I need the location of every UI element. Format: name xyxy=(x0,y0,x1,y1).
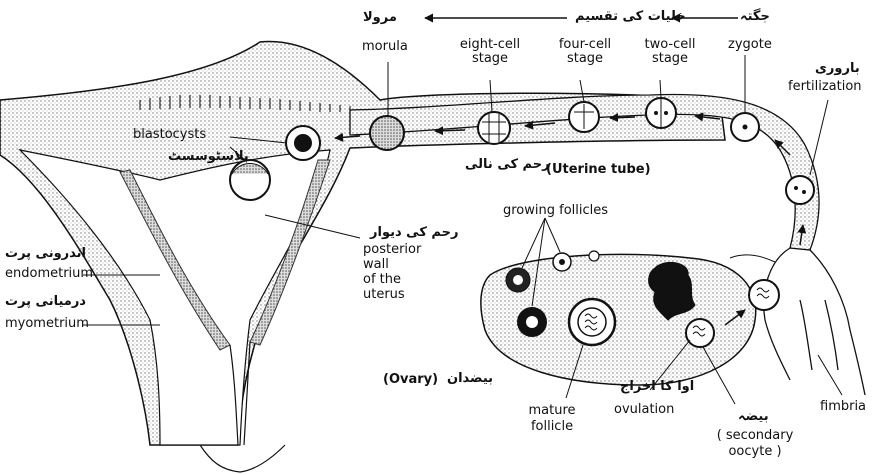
label-myometrium: myometrium xyxy=(5,317,89,331)
label-morula: morula xyxy=(362,40,408,54)
label-fimbria: fimbria xyxy=(820,400,866,414)
label-ovulation: ovulation xyxy=(614,403,674,417)
label-four-cell-line2: stage xyxy=(540,52,630,66)
label-mature-follicle: mature follicle xyxy=(512,403,592,434)
label-mature-line1: mature xyxy=(512,403,592,419)
label-blastocyst-urdu: بلاسٹوسسٹ xyxy=(168,150,249,164)
label-eight-cell-line2: stage xyxy=(438,52,542,66)
label-two-cell-line1: two-cell xyxy=(630,38,710,52)
label-endometrium-urdu: اندرونی پرت xyxy=(5,247,86,261)
label-secondary-oocyte: ( secondary oocyte ) xyxy=(700,428,810,459)
fimbria-shape xyxy=(764,248,865,395)
label-posterior-wall-urdu: رحم کی دیوار xyxy=(370,226,458,240)
label-two-cell-line2: stage xyxy=(630,52,710,66)
label-posterior-line4: uterus xyxy=(363,288,421,303)
label-myometrium-urdu: درمیانی پرت xyxy=(5,295,86,309)
label-ovary-urdu: بیضدان xyxy=(447,372,493,386)
label-posterior-wall: posterior wall of the uterus xyxy=(363,243,421,303)
label-uterine-tube: (Uterine tube) xyxy=(546,163,651,177)
label-mature-line2: follicle xyxy=(512,419,592,435)
label-oocyte-line2: oocyte ) xyxy=(700,444,810,460)
label-endometrium: endometrium xyxy=(5,267,93,281)
label-growing-follicles: growing follicles xyxy=(503,204,608,218)
label-posterior-line2: wall xyxy=(363,258,421,273)
vagina-base xyxy=(200,445,285,472)
label-ovary: (Ovary) xyxy=(383,373,438,387)
label-four-cell: four-cell stage xyxy=(540,38,630,65)
label-posterior-line1: posterior xyxy=(363,243,421,258)
label-two-cell: two-cell stage xyxy=(630,38,710,65)
label-zygote-urdu: جگتہ xyxy=(740,10,770,24)
label-ovulation-urdu: اوا کا اخراج xyxy=(620,380,694,394)
label-uterine-tube-urdu: رحم کی نالی xyxy=(465,158,550,172)
mature-follicle xyxy=(569,299,615,345)
label-zygote: zygote xyxy=(728,38,772,52)
label-fertilization-urdu: باروری xyxy=(815,62,860,76)
label-morula-urdu: مرولا xyxy=(363,11,397,25)
label-eight-cell: eight-cell stage xyxy=(438,38,542,65)
label-oocyte-urdu: بیضہ xyxy=(738,410,769,424)
label-fertilization: fertilization xyxy=(788,80,862,94)
label-blastocysts: blastocysts xyxy=(133,128,206,142)
label-four-cell-line1: four-cell xyxy=(540,38,630,52)
label-eight-cell-line1: eight-cell xyxy=(438,38,542,52)
label-oocyte-line1: ( secondary xyxy=(700,428,810,444)
label-posterior-line3: of the xyxy=(363,273,421,288)
label-cell-division-urdu: خلیات کی تقسیم xyxy=(575,10,686,24)
